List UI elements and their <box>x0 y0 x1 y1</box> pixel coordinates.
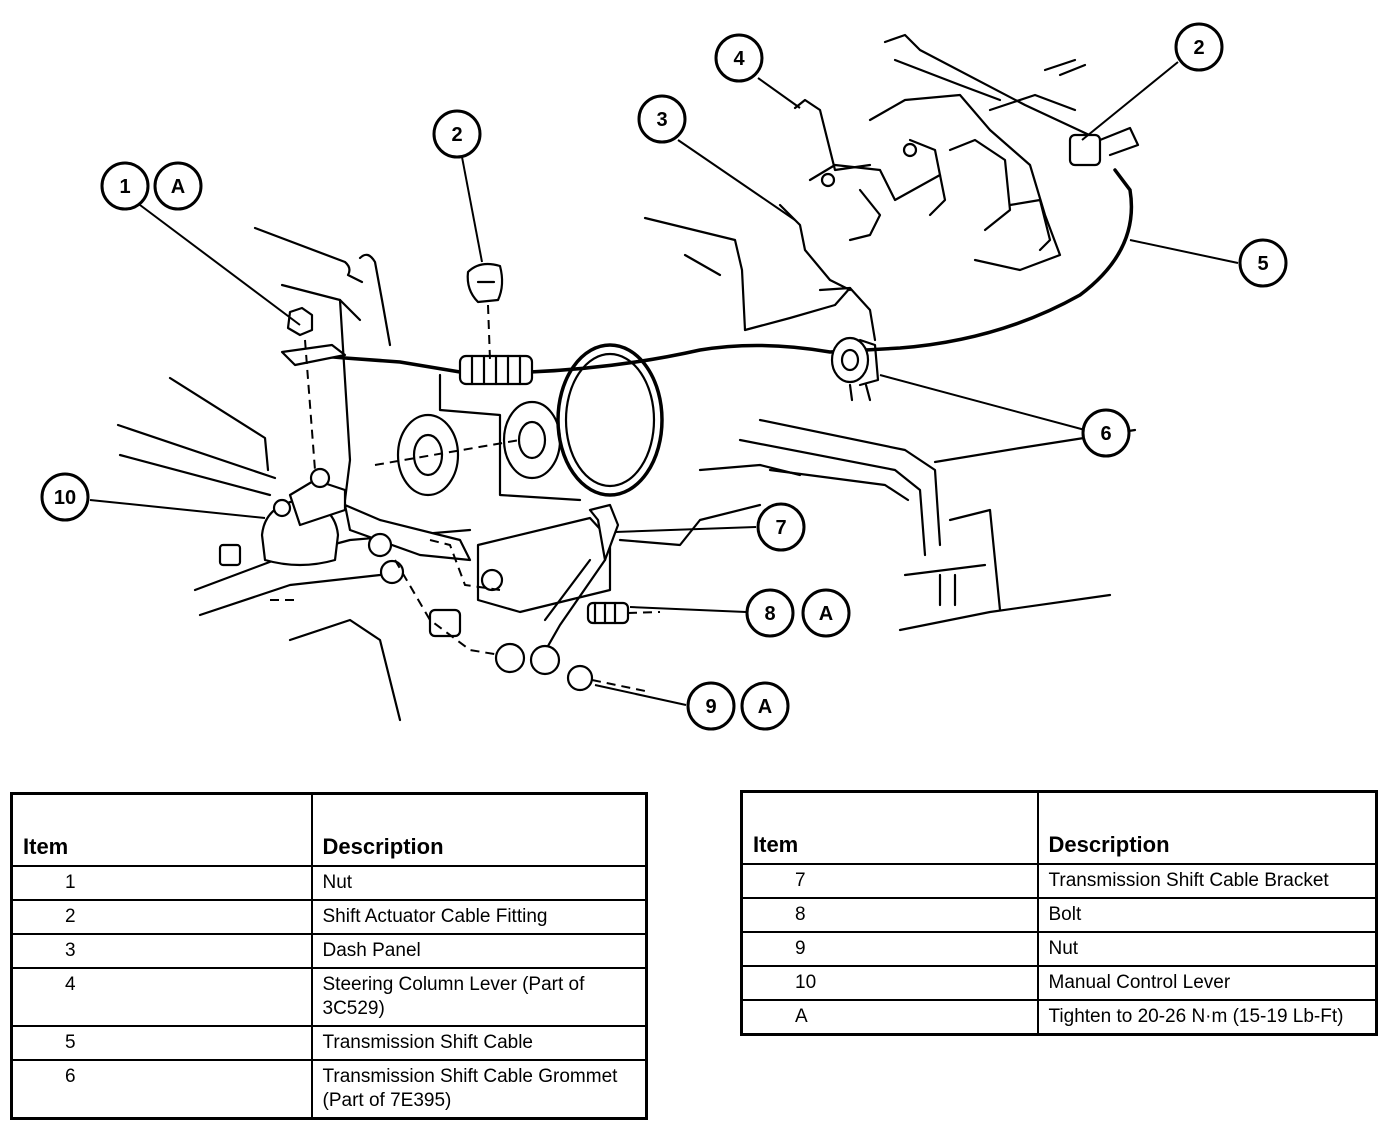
svg-text:2: 2 <box>451 124 462 146</box>
legend-header-row: Item Description <box>10 792 648 867</box>
header-description: Description <box>310 792 648 867</box>
svg-text:10: 10 <box>54 487 76 509</box>
item-number: 10 <box>740 964 1039 1001</box>
item-number: 4 <box>10 966 313 1027</box>
item-description: Nut <box>1036 930 1378 967</box>
callout-3: 3 <box>637 94 687 144</box>
shift-cable-diagram: 1 A 2 3 4 2 5 6 7 8 A 9 A 10 <box>40 22 1288 731</box>
svg-text:A: A <box>171 176 185 198</box>
callout-8: 8 <box>745 588 795 638</box>
item-description: Shift Actuator Cable Fitting <box>310 898 648 935</box>
item-description: Transmission Shift Cable <box>310 1024 648 1061</box>
item-number: 7 <box>740 862 1039 899</box>
svg-text:2: 2 <box>1193 37 1204 59</box>
item-number: 2 <box>10 898 313 935</box>
svg-text:7: 7 <box>775 517 786 539</box>
item-description: Transmission Shift Cable Grommet (Part o… <box>310 1058 648 1119</box>
item-description: Bolt <box>1036 896 1378 933</box>
item-description: Tighten to 20-26 N·m (15-19 Lb-Ft) <box>1036 998 1378 1035</box>
steering-column-lever-assembly <box>778 33 1140 342</box>
vehicle-structure-lines <box>116 216 1137 722</box>
svg-text:A: A <box>819 603 833 625</box>
item-description: Nut <box>310 864 648 901</box>
svg-text:1: 1 <box>119 176 130 198</box>
callout-A-2: A <box>801 588 851 638</box>
shift-actuator-cable-fitting <box>466 262 504 361</box>
transmission-shift-cable <box>308 168 1134 402</box>
manual-control-lever-and-bracket <box>218 467 661 693</box>
header-item: Item <box>740 790 1039 865</box>
callout-A-3: A <box>740 681 790 731</box>
header-item: Item <box>10 792 313 867</box>
item-description: Dash Panel <box>310 932 648 969</box>
item-description: Steering Column Lever (Part of 3C529) <box>310 966 648 1027</box>
item-number: 8 <box>740 896 1039 933</box>
svg-text:8: 8 <box>764 603 775 625</box>
item-number: 9 <box>740 930 1039 967</box>
leader-lines <box>89 61 1239 706</box>
svg-text:3: 3 <box>656 109 667 131</box>
item-number: A <box>740 998 1039 1035</box>
callout-1: 1 <box>100 161 150 211</box>
svg-text:4: 4 <box>733 48 745 70</box>
callout-4: 4 <box>714 33 764 83</box>
callout-7: 7 <box>756 502 806 552</box>
item-number: 6 <box>10 1058 313 1119</box>
callout-2-left: 2 <box>432 109 482 159</box>
svg-text:6: 6 <box>1100 423 1111 445</box>
item-number: 5 <box>10 1024 313 1061</box>
callout-A-1: A <box>153 161 203 211</box>
svg-text:9: 9 <box>705 696 716 718</box>
nut-and-stud <box>280 306 347 471</box>
callout-9: 9 <box>686 681 736 731</box>
callout-2-right: 2 <box>1174 22 1224 72</box>
header-description: Description <box>1036 790 1378 865</box>
legend-header-row: Item Description <box>740 790 1378 865</box>
item-description: Transmission Shift Cable Bracket <box>1036 862 1378 899</box>
callout-10: 10 <box>40 472 90 522</box>
callout-5: 5 <box>1238 238 1288 288</box>
item-number: 1 <box>10 864 313 901</box>
svg-text:5: 5 <box>1257 253 1268 275</box>
item-description: Manual Control Lever <box>1036 964 1378 1001</box>
transmission-housing <box>338 298 664 502</box>
callout-6: 6 <box>1081 408 1131 458</box>
svg-text:A: A <box>758 696 772 718</box>
item-number: 3 <box>10 932 313 969</box>
